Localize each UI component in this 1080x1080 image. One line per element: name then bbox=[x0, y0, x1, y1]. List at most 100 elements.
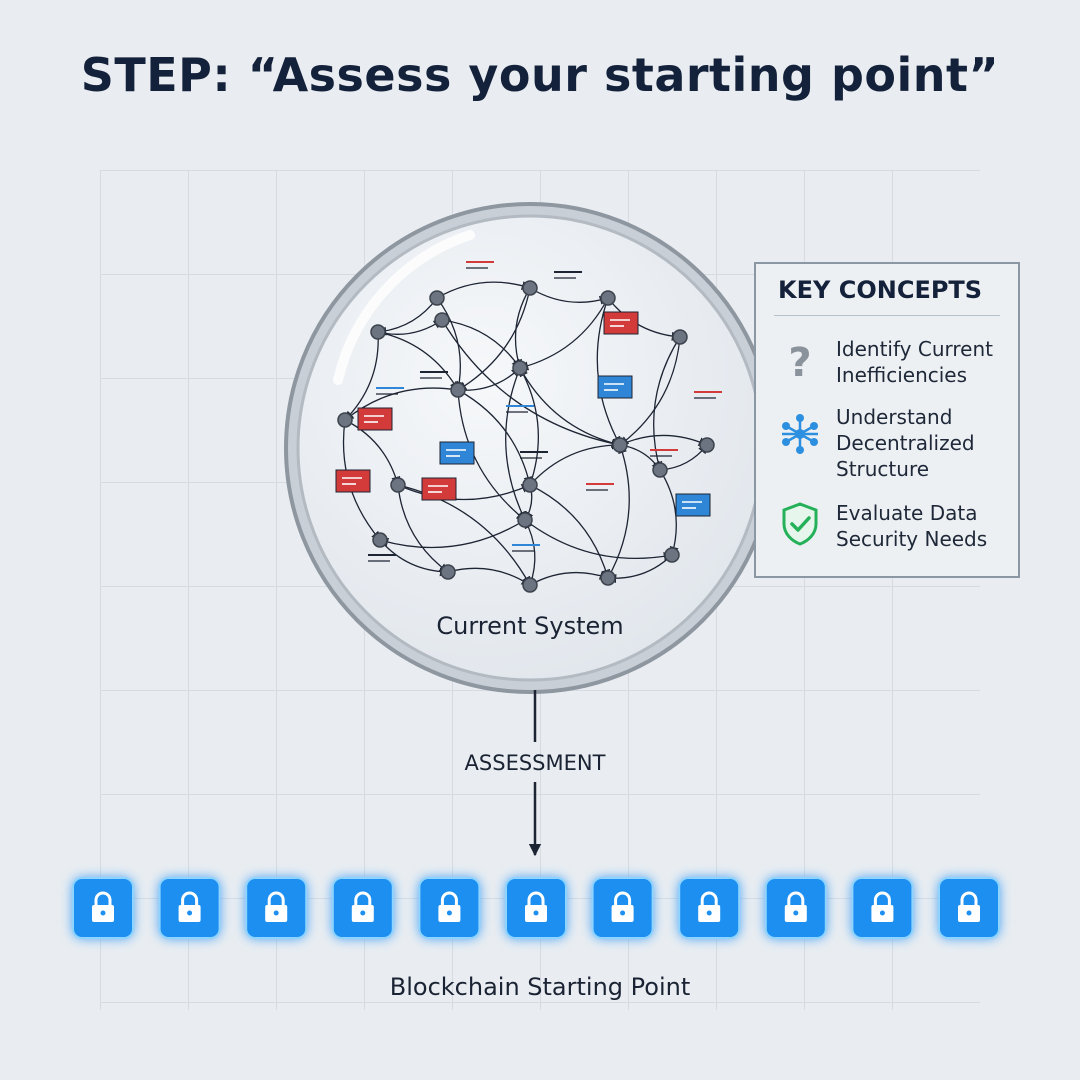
padlock-icon bbox=[873, 891, 891, 906]
concept-text: Identify Current Inefficiencies bbox=[836, 337, 993, 387]
document-card bbox=[439, 441, 475, 465]
padlock-keyhole bbox=[706, 910, 712, 916]
network-edge bbox=[529, 484, 611, 579]
network-edge bbox=[653, 336, 681, 471]
padlock-icon bbox=[181, 891, 199, 906]
network-edge bbox=[519, 297, 609, 371]
network-node bbox=[450, 382, 466, 398]
document-card bbox=[357, 407, 393, 431]
network-edge bbox=[529, 571, 609, 586]
document-card bbox=[675, 493, 711, 517]
network-edge bbox=[397, 484, 531, 586]
assessment-label: ASSESSMENT bbox=[464, 751, 606, 775]
padlock-icon bbox=[94, 891, 112, 906]
network-node bbox=[672, 329, 688, 345]
chain-block bbox=[505, 877, 567, 939]
network-node bbox=[600, 570, 616, 586]
network-edge bbox=[513, 287, 531, 369]
shield-check-icon bbox=[782, 502, 818, 546]
network-edge bbox=[436, 297, 465, 391]
network-nodes-icon bbox=[782, 414, 818, 454]
concept-text: Evaluate Data Security Needs bbox=[836, 501, 988, 551]
network-edge bbox=[519, 367, 539, 486]
network-edge bbox=[397, 484, 449, 573]
padlock-keyhole bbox=[446, 910, 452, 916]
document-card bbox=[597, 375, 633, 399]
network-node bbox=[517, 512, 533, 528]
network-edge bbox=[619, 336, 681, 446]
panel-divider bbox=[774, 315, 1000, 316]
network-edge bbox=[377, 331, 459, 391]
network-edge bbox=[529, 440, 621, 486]
padlock-icon bbox=[527, 891, 545, 906]
chain-block bbox=[72, 877, 134, 939]
network-edge bbox=[596, 297, 621, 446]
network-node bbox=[699, 437, 715, 453]
blockchain bbox=[72, 877, 1000, 939]
network-edge bbox=[397, 484, 531, 501]
chain-block bbox=[938, 877, 1000, 939]
network-edge bbox=[619, 434, 708, 446]
network-edge bbox=[529, 287, 609, 305]
network-edge bbox=[607, 444, 630, 579]
chain-block bbox=[678, 877, 741, 939]
padlock-keyhole bbox=[966, 910, 972, 916]
network-edge bbox=[519, 367, 621, 448]
network-edge bbox=[524, 519, 673, 561]
network-node bbox=[512, 360, 528, 376]
network-edge bbox=[436, 281, 531, 299]
blockchain-label: Blockchain Starting Point bbox=[389, 973, 691, 1001]
current-system-label: Current System bbox=[436, 612, 624, 640]
padlock-keyhole bbox=[100, 910, 106, 916]
network-node bbox=[440, 564, 456, 580]
network-edge bbox=[457, 287, 531, 391]
current-system-network bbox=[335, 261, 722, 593]
padlock-icon bbox=[267, 891, 285, 906]
padlock-keyhole bbox=[533, 910, 539, 916]
network-node bbox=[522, 280, 538, 296]
padlock-icon bbox=[440, 891, 458, 906]
padlock-keyhole bbox=[879, 910, 885, 916]
network-node bbox=[337, 412, 353, 428]
network-edge bbox=[344, 387, 459, 421]
network-edge bbox=[344, 331, 379, 421]
padlock-keyhole bbox=[360, 910, 366, 916]
chain-block bbox=[158, 877, 221, 939]
document-card bbox=[335, 469, 371, 493]
network-node bbox=[370, 324, 386, 340]
network-node bbox=[390, 477, 406, 493]
document-card bbox=[421, 477, 457, 501]
network-node bbox=[612, 437, 628, 453]
network-node bbox=[652, 462, 668, 478]
padlock-keyhole bbox=[620, 910, 626, 916]
key-concepts-panel: KEY CONCEPTS ? Identify Current Ineffici… bbox=[754, 262, 1020, 578]
network-node bbox=[664, 547, 680, 563]
network-edge bbox=[457, 389, 526, 521]
key-concepts-title: KEY CONCEPTS bbox=[778, 276, 983, 304]
network-edge bbox=[457, 389, 533, 486]
chain-block bbox=[764, 877, 827, 939]
padlock-icon bbox=[614, 891, 632, 906]
question-mark-icon: ? bbox=[788, 340, 811, 386]
padlock-icon bbox=[960, 891, 978, 906]
network-node bbox=[600, 290, 616, 306]
concept-text: Understand Decentralized Structure bbox=[836, 405, 975, 481]
padlock-icon bbox=[700, 891, 718, 906]
network-edge bbox=[379, 519, 526, 549]
chain-block bbox=[851, 877, 914, 939]
page-title: STEP: “Assess your starting point” bbox=[80, 48, 1000, 102]
chain-block bbox=[591, 877, 654, 939]
network-node bbox=[522, 477, 538, 493]
padlock-keyhole bbox=[793, 910, 799, 916]
padlock-icon bbox=[787, 891, 805, 906]
lens-highlight bbox=[333, 230, 475, 385]
padlock-keyhole bbox=[273, 910, 279, 916]
network-edge bbox=[344, 419, 401, 486]
chain-block bbox=[245, 877, 308, 939]
network-node bbox=[522, 577, 538, 593]
chain-block bbox=[418, 877, 481, 939]
network-node bbox=[429, 290, 445, 306]
network-node bbox=[372, 532, 388, 548]
